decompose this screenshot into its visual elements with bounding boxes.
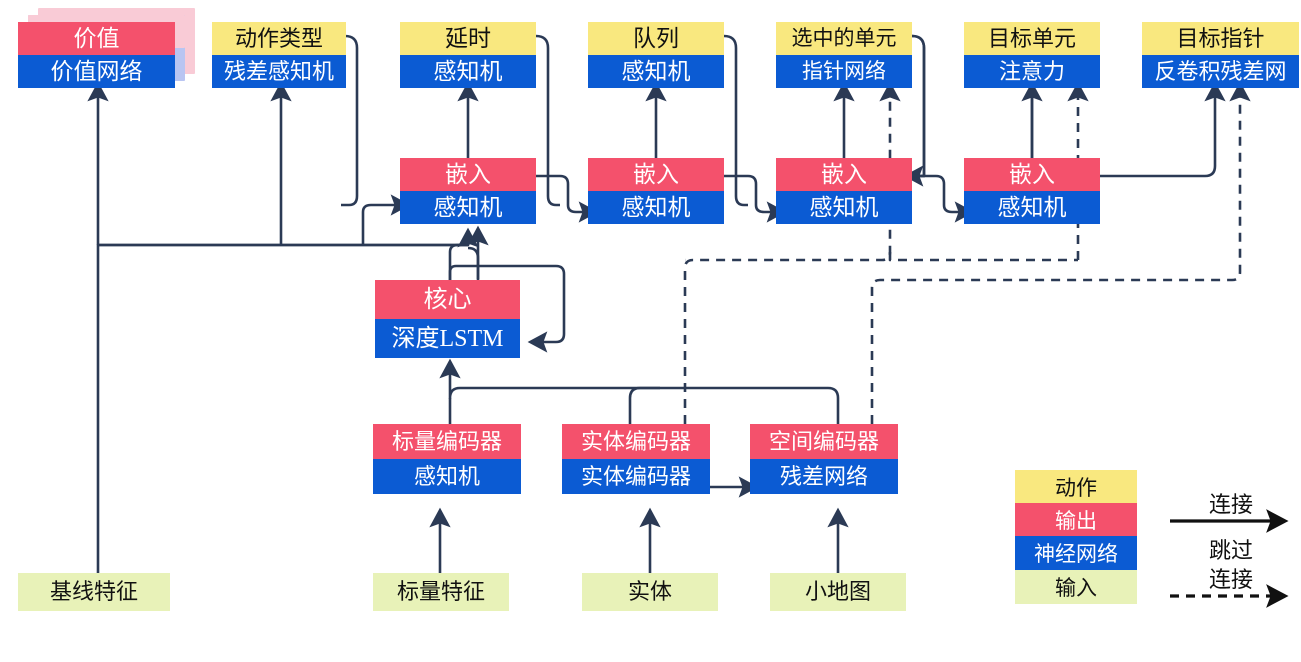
node-value-network: 价值网络	[18, 55, 175, 88]
node-embed2-network: 感知机	[588, 191, 724, 224]
node-spatial-encoder-output: 空间编码器	[750, 424, 898, 459]
node-delay-action: 延时	[400, 22, 536, 55]
node-action-type-action: 动作类型	[212, 22, 346, 55]
node-target-point-action: 目标指针	[1142, 22, 1299, 55]
wire-encoder-bus	[439, 358, 840, 424]
wire-embed3-to-embed4	[912, 174, 975, 223]
node-embed2[interactable]: 嵌入 感知机	[588, 158, 724, 224]
wire-actiontype-to-embed1	[341, 34, 359, 207]
node-entity-encoder[interactable]: 实体编码器 实体编码器	[562, 424, 710, 494]
wire-bus-to-embed1-left	[361, 194, 411, 245]
node-embed4[interactable]: 嵌入 感知机	[964, 158, 1100, 224]
skip-bus-to-targetunit	[888, 252, 1078, 262]
node-queue[interactable]: 队列 感知机	[588, 22, 724, 88]
node-selected-units-network: 指针网络	[776, 55, 912, 88]
node-delay-network: 感知机	[400, 55, 536, 88]
legend: 动作 输出 神经网络 输入	[1015, 470, 1137, 604]
wire-selected-to-embed4	[903, 34, 926, 187]
node-target-point[interactable]: 目标指针 反卷积残差网	[1142, 22, 1299, 88]
node-embed1-network: 感知机	[400, 191, 536, 224]
node-target-unit[interactable]: 目标单元 注意力	[964, 22, 1100, 88]
wire-selected-down-to-embed3-right	[911, 34, 926, 178]
node-embed4-output: 嵌入	[964, 158, 1100, 191]
node-input-scalar-features[interactable]: 标量特征	[373, 573, 509, 611]
node-embed3-output: 嵌入	[776, 158, 912, 191]
node-core-output: 核心	[375, 280, 520, 319]
node-target-point-network: 反卷积残差网	[1142, 55, 1299, 88]
legend-skip-label-2: 连接	[1208, 567, 1253, 592]
wire-embed2-to-embed3	[724, 174, 787, 223]
node-entity-encoder-output: 实体编码器	[562, 424, 710, 459]
node-selected-units[interactable]: 选中的单元 指针网络	[776, 22, 912, 88]
node-embed3[interactable]: 嵌入 感知机	[776, 158, 912, 224]
node-spatial-encoder[interactable]: 空间编码器 残差网络	[750, 424, 898, 494]
node-embed1[interactable]: 嵌入 感知机	[400, 158, 536, 224]
legend-skip-label-1: 跳过	[1208, 538, 1253, 563]
node-scalar-encoder-network: 感知机	[373, 459, 521, 494]
node-queue-action: 队列	[588, 22, 724, 55]
wire-core-to-embed1	[448, 243, 468, 280]
node-core-network: 深度LSTM	[375, 319, 520, 358]
legend-swatch-action: 动作	[1015, 470, 1137, 503]
node-embed4-network: 感知机	[964, 191, 1100, 224]
node-embed2-output: 嵌入	[588, 158, 724, 191]
wire-core-up-to-bus	[467, 246, 480, 279]
node-input-entities[interactable]: 实体	[582, 573, 718, 611]
node-embed1-output: 嵌入	[400, 158, 536, 191]
wire-entityenc-up	[628, 386, 660, 424]
legend-swatch-output: 输出	[1015, 503, 1137, 536]
wire-embed1-to-embed2	[536, 174, 599, 223]
node-embed3-network: 感知机	[776, 191, 912, 224]
node-spatial-encoder-network: 残差网络	[750, 459, 898, 494]
node-value[interactable]: 价值 价值网络	[18, 22, 175, 88]
node-value-output: 价值	[18, 22, 175, 55]
wire-queue-to-embed3	[723, 34, 748, 207]
node-entity-encoder-network: 实体编码器	[562, 459, 710, 494]
node-scalar-encoder[interactable]: 标量编码器 感知机	[373, 424, 521, 494]
node-scalar-encoder-output: 标量编码器	[373, 424, 521, 459]
node-delay[interactable]: 延时 感知机	[400, 22, 536, 88]
legend-swatch-input: 输入	[1015, 570, 1137, 604]
node-input-baseline-features[interactable]: 基线特征	[18, 573, 170, 611]
node-selected-units-action: 选中的单元	[776, 22, 912, 55]
skip-spatialenc-to-targetpoint	[870, 81, 1251, 424]
node-core[interactable]: 核心 深度LSTM	[375, 280, 520, 358]
node-action-type-network: 残差感知机	[212, 55, 346, 88]
node-action-type[interactable]: 动作类型 残差感知机	[212, 22, 346, 88]
legend-connection-label: 连接	[1208, 492, 1253, 517]
node-queue-network: 感知机	[588, 55, 724, 88]
node-target-unit-network: 注意力	[964, 55, 1100, 88]
node-target-unit-action: 目标单元	[964, 22, 1100, 55]
wire-embed4-to-targetpoint	[1100, 81, 1226, 178]
skip-entityenc-to-selectedunits	[683, 81, 901, 424]
wire-delay-to-embed2	[535, 34, 560, 207]
node-input-minimap[interactable]: 小地图	[770, 573, 906, 611]
legend-swatch-network: 神经网络	[1015, 536, 1137, 570]
